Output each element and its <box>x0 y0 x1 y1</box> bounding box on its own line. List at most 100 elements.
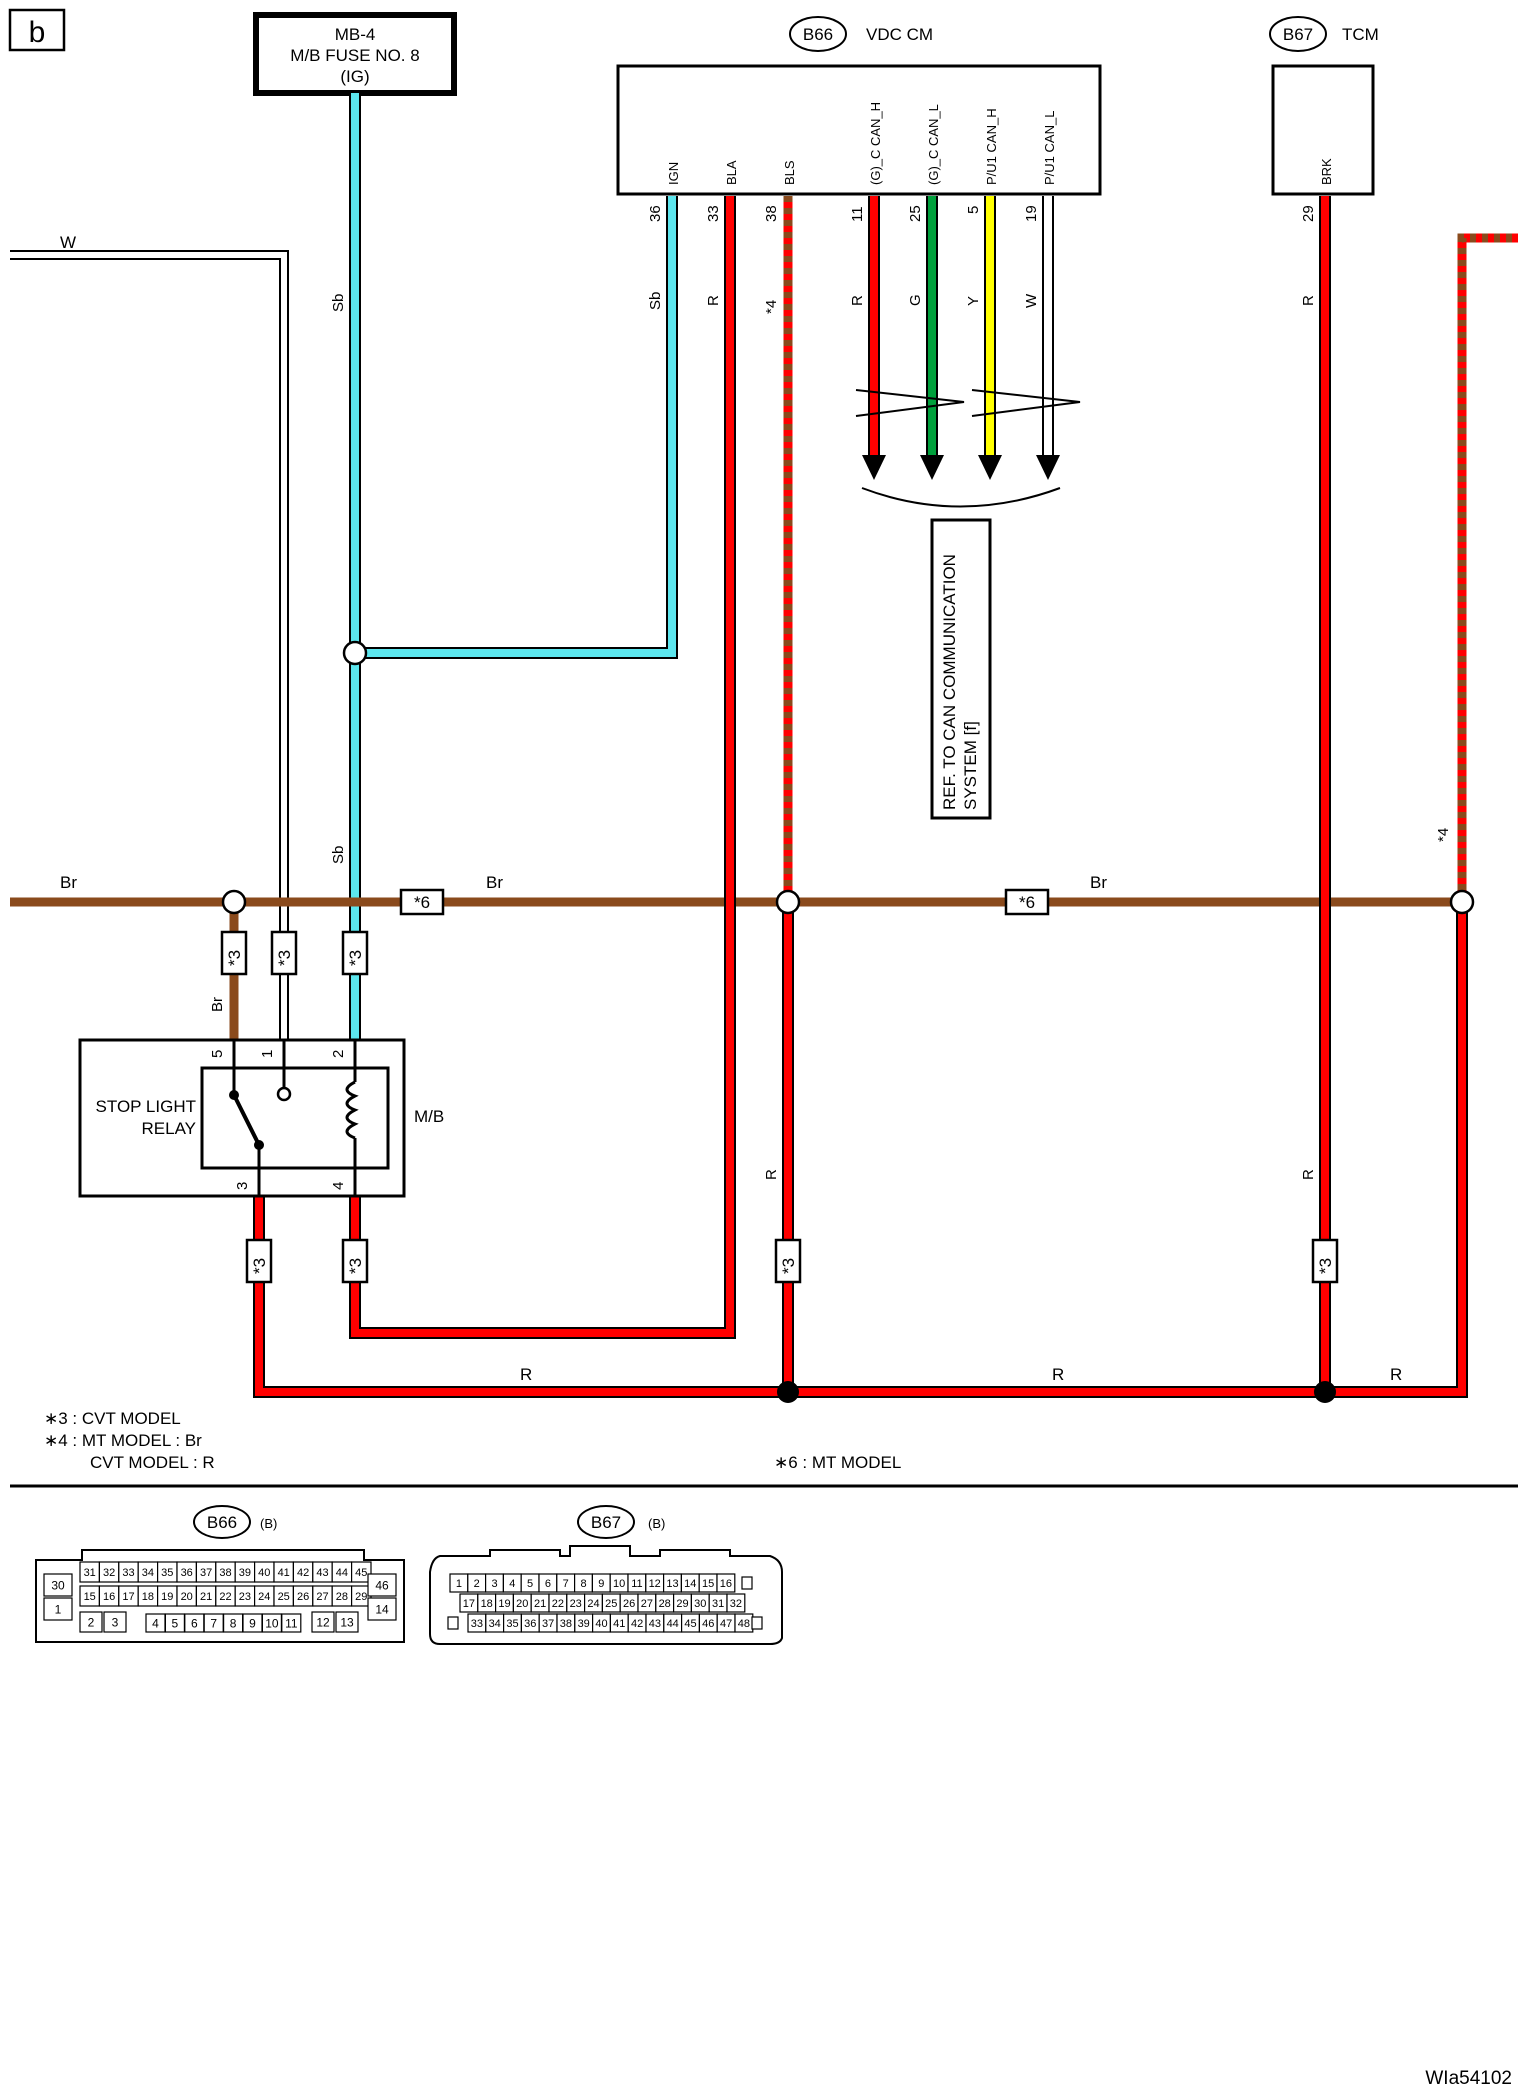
vdc-code: B66 <box>803 25 833 44</box>
page-letter: b <box>29 16 46 49</box>
s3-box-pin3 <box>245 1238 273 1284</box>
s3-box-pin4 <box>341 1238 369 1284</box>
b67-pin-3: 3 <box>491 1578 497 1590</box>
b66-pin-36: 36 <box>181 1567 193 1579</box>
vdc-wire-g: G <box>907 294 924 306</box>
relay-inner-box <box>200 1066 390 1170</box>
s3-box-br <box>220 930 248 976</box>
vdc-wire-r2: R <box>849 295 866 306</box>
switch-arm <box>232 1094 261 1146</box>
blank-cavity <box>741 1576 753 1590</box>
b67-pin-34: 34 <box>489 1618 501 1630</box>
b67-pin-16: 16 <box>720 1578 732 1590</box>
b67-pin-43: 43 <box>649 1618 661 1630</box>
wire-label-w: W <box>60 233 76 252</box>
pin-cell <box>367 1573 397 1597</box>
b67-pin-15: 15 <box>702 1578 714 1590</box>
arrow-down-icon <box>862 455 886 480</box>
vdc-name: VDC CM <box>866 25 933 44</box>
vdc-wire-s4: *4 <box>763 300 780 314</box>
b67-pin-38: 38 <box>560 1618 572 1630</box>
switch-contact <box>276 1086 292 1102</box>
vdc-wire-r: R <box>705 295 722 306</box>
can-arrows <box>862 455 1060 480</box>
b67-pin-9: 9 <box>598 1578 604 1590</box>
legend-s6: ∗6 : MT MODEL <box>774 1453 901 1472</box>
relay-box-label: M/B <box>414 1107 444 1126</box>
b66-pin-34: 34 <box>142 1567 154 1579</box>
coil-icon <box>345 1080 359 1140</box>
b67-pin-30: 30 <box>694 1598 706 1610</box>
fuse-line1: MB-4 <box>335 25 376 44</box>
b66-pin-20: 20 <box>181 1591 193 1603</box>
b66-pin-38: 38 <box>219 1567 231 1579</box>
b66-pin-29: 29 <box>355 1591 367 1603</box>
b66-pin-26: 26 <box>297 1591 309 1603</box>
wire-label-br-3: Br <box>1090 873 1107 892</box>
b67-pin-10: 10 <box>613 1578 625 1590</box>
legend-s4b: CVT MODEL : R <box>90 1453 215 1472</box>
option-marks-s6: *6 *6 <box>399 888 1050 916</box>
pin-cell <box>311 1611 335 1633</box>
b66-pin-15: 15 <box>84 1591 96 1603</box>
b67-pin-8: 8 <box>580 1578 586 1590</box>
wire-label-br-1: Br <box>60 873 77 892</box>
b67-pin-17: 17 <box>463 1598 475 1610</box>
fuse-box: MB-4 M/B FUSE NO. 8 (IG) <box>253 12 457 96</box>
option-marks-s3-upper: *3 *3 *3 <box>220 930 369 976</box>
b66-gender: (B) <box>260 1516 277 1531</box>
tcm-pin-29: 29 <box>1300 205 1317 222</box>
b66-pin-28: 28 <box>336 1591 348 1603</box>
b66-pin-11: 11 <box>285 1616 298 1630</box>
b66-pin-30: 30 <box>51 1578 65 1592</box>
b67-pin-48: 48 <box>738 1618 750 1630</box>
junction-r-bls <box>777 1381 799 1403</box>
pin-cell <box>43 1573 73 1597</box>
relay-pin4: 4 <box>330 1182 347 1190</box>
s3-label-sb: *3 <box>346 950 365 966</box>
b67-pin-46: 46 <box>702 1618 714 1630</box>
b66-pin-14: 14 <box>375 1602 389 1616</box>
b66-pin-1: 1 <box>55 1602 62 1616</box>
b66-pin-3: 3 <box>112 1615 119 1629</box>
vdc-wire-sb: Sb <box>647 292 664 310</box>
vdc-sig-can-h-p: P/U1 CAN_H <box>984 108 999 185</box>
b66-pin-32: 32 <box>103 1567 115 1579</box>
s3-box-brk <box>1311 1238 1339 1284</box>
r-bottom-wire <box>255 902 1466 1396</box>
b67-pin-14: 14 <box>684 1578 696 1590</box>
tcm-code: B67 <box>1283 25 1313 44</box>
b67-pin-40: 40 <box>595 1618 607 1630</box>
can-brace <box>861 487 1061 508</box>
b66-pin-10: 10 <box>265 1616 279 1630</box>
b66-pin-42: 42 <box>297 1567 309 1579</box>
stop-light-relay: STOP LIGHT RELAY M/B 5 1 2 3 4 <box>78 1038 444 1198</box>
tcm-name: TCM <box>1342 25 1379 44</box>
pin-cell <box>335 1611 359 1633</box>
b66-pin-9: 9 <box>249 1616 256 1630</box>
b66-pin-19: 19 <box>161 1591 173 1603</box>
b66-pin-8: 8 <box>230 1616 237 1630</box>
b66-pin-16: 16 <box>103 1591 115 1603</box>
vdc-sig-bls: BLS <box>782 160 797 185</box>
relay-pin1: 1 <box>259 1050 276 1058</box>
vdc-cm-box <box>616 64 1102 196</box>
pin-cell <box>79 1611 103 1633</box>
junctions-solid <box>777 1381 1336 1403</box>
wire-label-sb-lower: Sb <box>330 846 347 864</box>
s6-label-2: *6 <box>1019 893 1035 912</box>
b67-pin-20: 20 <box>516 1598 528 1610</box>
b67-pin-11: 11 <box>631 1578 642 1590</box>
s3-box-bls <box>774 1238 802 1284</box>
b67-pin-32: 32 <box>730 1598 742 1610</box>
wire-label-r-3: R <box>1390 1365 1402 1384</box>
b67-pin-35: 35 <box>506 1618 518 1630</box>
s3-label-bls: *3 <box>779 1258 798 1274</box>
wire-label-r-bls: R <box>763 1169 780 1180</box>
vdc-code-oval <box>789 16 847 52</box>
tcm-box <box>1271 64 1375 196</box>
option-marks-s3-lower: *3 *3 *3 *3 <box>245 1238 1339 1284</box>
sb-branch-outline <box>355 196 678 659</box>
b66-pin-33: 33 <box>122 1567 134 1579</box>
junction-sb <box>342 640 368 666</box>
